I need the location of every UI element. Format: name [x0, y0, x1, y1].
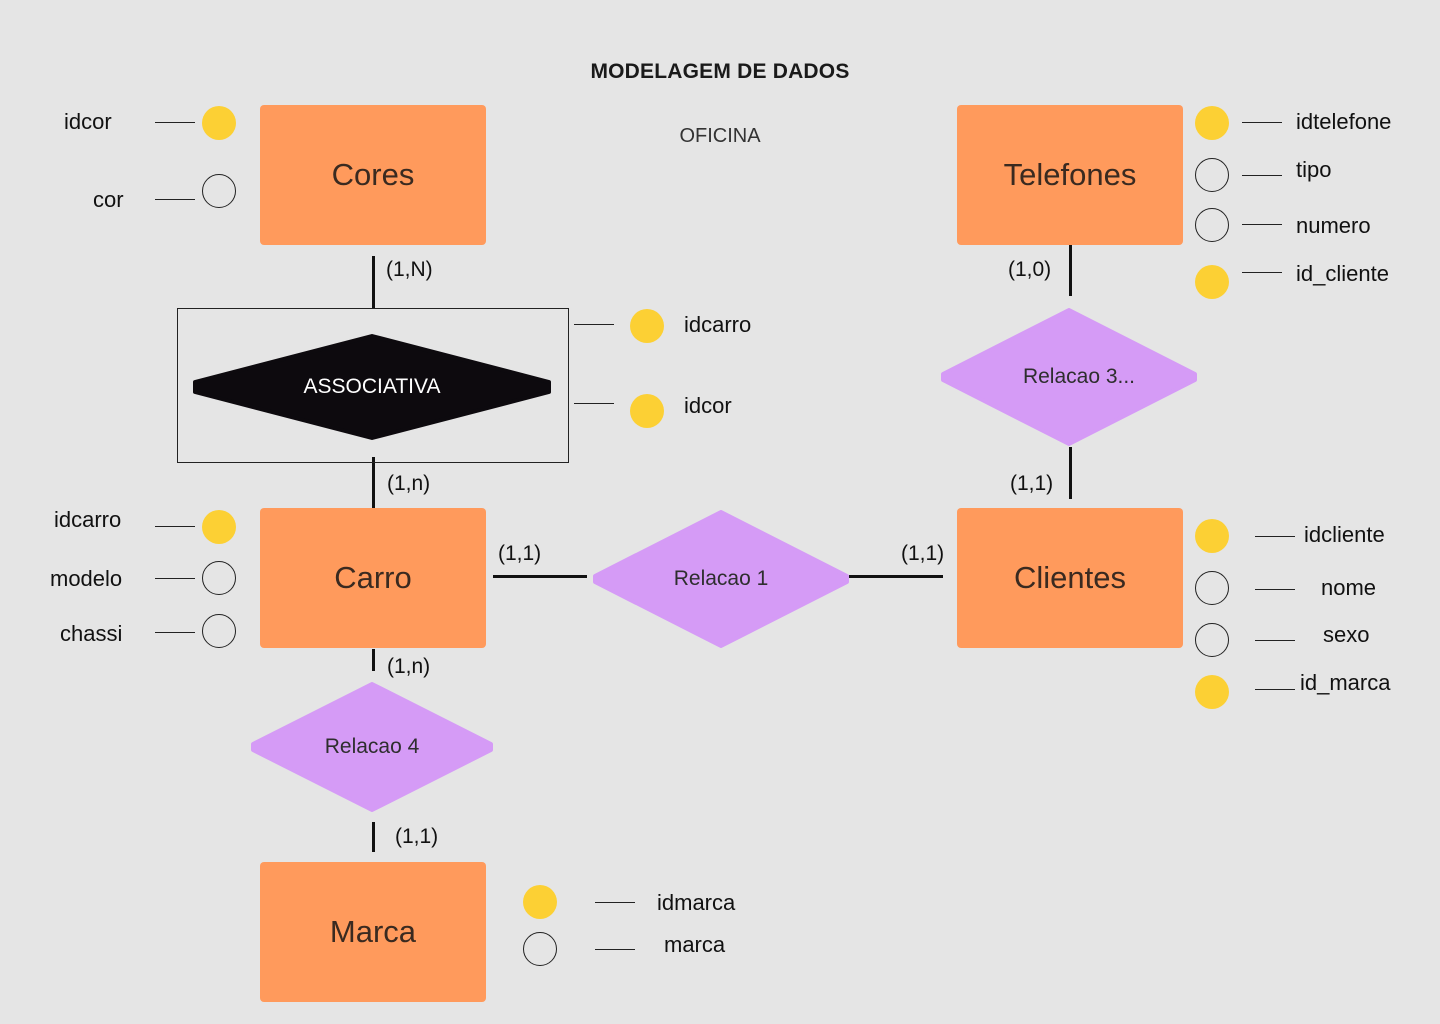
attribute-label: cor	[93, 187, 124, 212]
attribute-connector	[595, 902, 635, 903]
attribute-connector	[1242, 122, 1282, 123]
primary-key-icon	[523, 885, 557, 919]
attribute-connector	[155, 526, 195, 527]
diagram-subtitle: OFICINA	[679, 125, 761, 147]
entity-carro[interactable]: Carro	[260, 508, 486, 648]
attribute-connector	[155, 122, 195, 123]
attribute-label: idtelefone	[1296, 109, 1392, 134]
attribute-connector	[574, 403, 614, 404]
attribute-connector	[155, 578, 195, 579]
attribute-label: modelo	[50, 566, 123, 591]
attribute-connector	[1242, 175, 1282, 176]
attribute-label: sexo	[1323, 622, 1370, 647]
connector-associativa-carro	[372, 457, 375, 509]
cardinality-associativa-carro: (1,n)	[387, 472, 431, 495]
primary-key-icon	[630, 394, 664, 428]
entity-cores[interactable]: Cores	[260, 105, 486, 245]
attribute-label: id_cliente	[1296, 261, 1389, 286]
relacao1-diamond[interactable]	[592, 510, 850, 648]
connector-carro-relacao4	[372, 649, 375, 671]
connector-relacao4-marca	[372, 822, 375, 852]
relacao3-diamond[interactable]	[940, 308, 1198, 446]
cardinality-relacao4-marca: (1,1)	[395, 825, 439, 848]
primary-key-icon	[1195, 265, 1229, 299]
primary-key-icon	[202, 510, 236, 544]
attribute-label: idmarca	[657, 890, 736, 915]
relacao4-diamond[interactable]	[250, 682, 494, 812]
primary-key-icon	[630, 309, 664, 343]
attribute-label: idcarro	[54, 507, 122, 532]
relacao3-label: Relacao 3...	[1022, 365, 1136, 388]
cardinality-carro-relacao1: (1,1)	[498, 542, 542, 565]
connector-carro-relacao1	[493, 575, 587, 578]
entity-clientes[interactable]: Clientes	[957, 508, 1183, 648]
attribute-label: id_marca	[1300, 670, 1391, 695]
attribute-icon	[523, 932, 557, 966]
attribute-icon	[202, 174, 236, 208]
attribute-connector	[155, 199, 195, 200]
attribute-icon	[1195, 571, 1229, 605]
attribute-label: numero	[1296, 213, 1371, 238]
primary-key-icon	[202, 106, 236, 140]
connector-telefones-relacao3	[1069, 244, 1072, 296]
primary-key-icon	[1195, 675, 1229, 709]
cardinality-relacao3-clientes: (1,1)	[1010, 472, 1054, 495]
attribute-connector	[574, 324, 614, 325]
attribute-connector	[1255, 689, 1295, 690]
attribute-label: idcliente	[1304, 522, 1385, 547]
primary-key-icon	[1195, 519, 1229, 553]
attribute-label: tipo	[1296, 157, 1332, 182]
entity-telefones[interactable]: Telefones	[957, 105, 1183, 245]
attribute-connector	[1242, 224, 1282, 225]
associativa-diamond[interactable]	[191, 334, 553, 440]
cardinality-cores-associativa: (1,N)	[386, 258, 433, 281]
connector-relacao3-clientes	[1069, 447, 1072, 499]
attribute-connector	[1242, 272, 1282, 273]
connector-relacao1-clientes	[849, 575, 943, 578]
cardinality-relacao1-clientes: (1,1)	[901, 542, 945, 565]
attribute-connector	[1255, 589, 1295, 590]
attribute-label: marca	[664, 932, 726, 957]
cardinality-carro-relacao4: (1,n)	[387, 655, 431, 678]
diagram-title: MODELAGEM DE DADOS	[590, 60, 850, 83]
attribute-connector	[1255, 640, 1295, 641]
attribute-label: idcor	[684, 393, 732, 418]
attribute-label: chassi	[60, 621, 123, 646]
attribute-label: idcor	[64, 109, 112, 134]
connector-cores-associativa	[372, 256, 375, 308]
primary-key-icon	[1195, 106, 1229, 140]
relacao4-label: Relacao 4	[324, 735, 420, 758]
associativa-label: ASSOCIATIVA	[303, 375, 441, 398]
attribute-connector	[595, 949, 635, 950]
attribute-icon	[202, 614, 236, 648]
attribute-icon	[1195, 158, 1229, 192]
attribute-icon	[1195, 623, 1229, 657]
cardinality-telefones-relacao3: (1,0)	[1008, 258, 1052, 281]
attribute-icon	[1195, 208, 1229, 242]
associative-box	[177, 308, 569, 463]
attribute-connector	[155, 632, 195, 633]
attribute-label: nome	[1321, 575, 1377, 600]
entity-marca[interactable]: Marca	[260, 862, 486, 1002]
attribute-connector	[1255, 536, 1295, 537]
attribute-icon	[202, 561, 236, 595]
relacao1-label: Relacao 1	[673, 567, 769, 590]
attribute-label: idcarro	[684, 312, 752, 337]
